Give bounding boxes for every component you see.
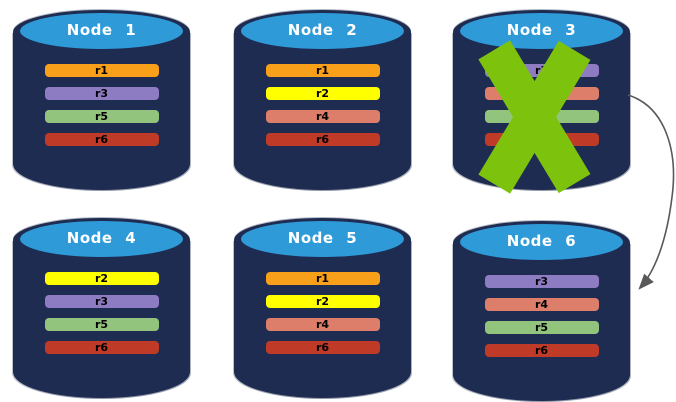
node-5: Node 5 r1 r2 r4 r6 bbox=[234, 216, 411, 398]
node-title: Node 1 bbox=[66, 21, 137, 39]
node-title: Node 2 bbox=[287, 21, 358, 39]
node-1: Node 1 r1 r3 r5 r6 bbox=[13, 8, 190, 190]
replica-bar: r1 bbox=[265, 272, 380, 285]
replica-bar: r2 bbox=[44, 272, 159, 285]
replica-bar: r6 bbox=[44, 133, 159, 146]
replica-list: r3 r4 r5 r6 bbox=[453, 64, 630, 146]
database-cylinder-top-icon bbox=[20, 13, 183, 49]
replication-arrow bbox=[627, 94, 675, 290]
replica-bar: r6 bbox=[484, 133, 599, 146]
node-2: Node 2 r1 r2 r4 r6 bbox=[234, 8, 411, 190]
database-cylinder-top-icon bbox=[460, 224, 623, 260]
replica-bar: r2 bbox=[265, 295, 380, 308]
replica-bar: r6 bbox=[44, 341, 159, 354]
replica-list: r3 r4 r5 r6 bbox=[453, 275, 630, 357]
replica-bar: r6 bbox=[484, 344, 599, 357]
node-title: Node 3 bbox=[506, 21, 577, 39]
replica-list: r2 r3 r5 r6 bbox=[13, 272, 190, 354]
database-cylinder-top-icon bbox=[241, 13, 404, 49]
replica-bar: r3 bbox=[44, 295, 159, 308]
replica-bar: r4 bbox=[265, 110, 380, 123]
database-cylinder-top-icon bbox=[20, 221, 183, 257]
replica-bar: r1 bbox=[265, 64, 380, 77]
node-4: Node 4 r2 r3 r5 r6 bbox=[13, 216, 190, 398]
replica-list: r1 r3 r5 r6 bbox=[13, 64, 190, 146]
replica-bar: r3 bbox=[484, 64, 599, 77]
database-cylinder-top-icon bbox=[241, 221, 404, 257]
replica-bar: r5 bbox=[44, 318, 159, 331]
replica-bar: r5 bbox=[484, 110, 599, 123]
replica-bar: r6 bbox=[265, 133, 380, 146]
node-6: Node 6 r3 r4 r5 r6 bbox=[453, 219, 630, 401]
replica-bar: r1 bbox=[44, 64, 159, 77]
node-3-failed: Node 3 r3 r4 r5 r6 bbox=[453, 8, 630, 190]
node-title: Node 5 bbox=[287, 229, 358, 247]
node-title: Node 4 bbox=[66, 229, 137, 247]
replica-list: r1 r2 r4 r6 bbox=[234, 272, 411, 354]
replica-bar: r4 bbox=[484, 87, 599, 100]
replica-bar: r6 bbox=[265, 341, 380, 354]
replica-bar: r4 bbox=[265, 318, 380, 331]
replica-bar: r3 bbox=[484, 275, 599, 288]
node-title: Node 6 bbox=[506, 232, 577, 250]
replica-bar: r5 bbox=[484, 321, 599, 334]
replica-bar: r3 bbox=[44, 87, 159, 100]
replica-bar: r5 bbox=[44, 110, 159, 123]
replica-bar: r4 bbox=[484, 298, 599, 311]
replica-list: r1 r2 r4 r6 bbox=[234, 64, 411, 146]
replica-bar: r2 bbox=[265, 87, 380, 100]
